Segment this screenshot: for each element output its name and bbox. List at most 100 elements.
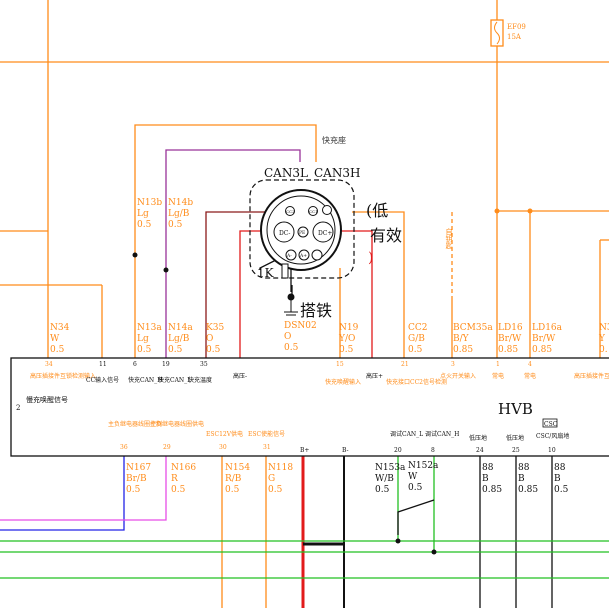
wire-color: Lg	[137, 209, 149, 219]
wire-size: 0.5	[168, 220, 183, 230]
connector-title: 快充座	[322, 135, 346, 145]
wire-size: 0.5	[50, 345, 65, 355]
ld16-label: LD16 Br/W 0.85	[498, 323, 523, 355]
wire-id: N152a	[408, 461, 439, 471]
n166-label: N166 R 0.5	[171, 463, 196, 495]
pin-label: 快充CAN_L	[158, 376, 191, 384]
wire-color: Br/W	[532, 334, 556, 344]
wire-size: 0.5	[339, 345, 354, 355]
n153a-label: N153a W/B 0.5	[375, 463, 406, 495]
wire-id: 88	[482, 463, 494, 473]
wire-id: N13a	[137, 323, 162, 333]
wire-size: 0.5	[171, 485, 186, 495]
pin-label: ESC使能信号	[248, 430, 285, 438]
wire-color: Y/O	[338, 334, 355, 344]
wire-id: K35	[206, 323, 224, 333]
overlay-text-3: )	[368, 250, 373, 266]
wire-size: 0.5	[168, 345, 183, 355]
wire-id: CC2	[408, 323, 428, 333]
splice-dot	[527, 208, 533, 214]
wire-id: N167	[126, 463, 151, 473]
pin-cc1	[308, 206, 318, 216]
wire-id: N19	[339, 323, 359, 333]
pin-a-minus-label: A-	[286, 253, 292, 259]
resistor-symbol	[281, 263, 289, 279]
n154-label: N154 R/B 0.5	[225, 463, 250, 495]
pin-num: 21	[401, 361, 409, 368]
splice-dot	[494, 208, 500, 214]
pin-label: 常电	[524, 372, 536, 380]
k35-wire	[205, 211, 270, 358]
fuse-name: EF09	[507, 23, 526, 31]
pin-num: 8	[431, 447, 435, 454]
wire-color: Lg	[137, 334, 149, 344]
pin-a-plus	[298, 249, 310, 261]
wire-color: R/B	[225, 474, 242, 484]
pin-pe	[297, 226, 309, 238]
side-label: 自钥匙	[445, 227, 453, 250]
wire-color: B	[554, 474, 561, 484]
hvb-box	[10, 357, 609, 457]
wire-size: 0.5	[284, 343, 299, 353]
n34-label: N34 W 0.5	[50, 323, 70, 355]
g88c-label: 88 B 0.5	[554, 463, 569, 495]
pin-num: 25	[512, 447, 520, 454]
wire-id: 88	[554, 463, 566, 473]
dsn02-label: DSN02 O 0.5	[284, 321, 317, 353]
wire-id: N14a	[168, 323, 193, 333]
pin-label: CSC/风扇地	[536, 432, 569, 440]
wire-id: N153a	[375, 463, 406, 473]
ground-label: 搭铁	[300, 301, 332, 320]
wire-color: B/Y	[453, 334, 470, 344]
pin-label: 高压-	[233, 372, 247, 380]
wire-color: Y	[598, 334, 606, 344]
wire-size: 0.5	[225, 485, 240, 495]
connector-outline	[249, 179, 355, 279]
pin-pe-label: PE	[299, 230, 305, 236]
splice-dot	[395, 538, 401, 544]
wire-color: B	[518, 474, 525, 484]
fuse: EF09 15A	[490, 19, 526, 47]
pin-label: 低压地	[469, 434, 487, 442]
pin-num: 6	[133, 361, 137, 368]
n118-label: N118 G 0.5	[268, 463, 293, 495]
pin-num: 11	[99, 361, 107, 368]
pin-num: 3	[451, 361, 455, 368]
pin-num: 4	[528, 361, 532, 368]
pin-num: 10	[548, 447, 556, 454]
n13b-label: N13b Lg 0.5	[137, 198, 162, 230]
ld16a-label: LD16a Br/W 0.85	[532, 323, 563, 355]
pin-label: 快充CAN_H	[128, 376, 162, 384]
cc2-wire	[352, 211, 405, 358]
wire-color: W/B	[375, 474, 394, 484]
pin-label: 调试CAN_H	[425, 430, 459, 438]
csc-badge: CSC	[544, 421, 558, 428]
pin-label: 主负继电器线圈控制	[108, 420, 162, 428]
wire-id: BCM35a	[453, 323, 493, 333]
pin-label: B-	[342, 447, 349, 454]
overlay-text-2: 有效	[370, 226, 402, 245]
wire-id: DSN02	[284, 321, 317, 331]
wire-color: O	[284, 332, 291, 342]
dc-plus-wire	[340, 230, 373, 358]
hvb-bottom-pins: 主负继电器线圈控制 36 主负继电器线圈供电 29 ESC12V供电 30 ES…	[108, 420, 569, 454]
g88b-label: 88 B 0.85	[518, 463, 538, 495]
wire-color: W	[408, 472, 418, 482]
left-pin-label: 慢充唤醒信号	[26, 395, 68, 404]
pin-label: 高压插接件互锁检测输入	[30, 372, 96, 380]
pin-num: 34	[45, 361, 53, 368]
pin-num: 29	[163, 444, 171, 451]
pin-label: 快充接口CC2信号检测	[386, 378, 447, 386]
splice-dot	[431, 549, 437, 555]
pin-label: 低压地	[506, 434, 524, 442]
pin-num: 31	[263, 444, 271, 451]
left-pin-num: 2	[16, 404, 20, 412]
n166-wire	[0, 456, 167, 521]
pin-dc-plus-label: DC+	[318, 230, 332, 237]
wire-size: 0.5	[137, 345, 152, 355]
n14b-label: N14b Lg/B 0.5	[168, 198, 193, 230]
wire-size: 0.5	[554, 485, 569, 495]
wire-size: 0.85	[498, 345, 518, 355]
wire-size: 0.	[599, 345, 608, 355]
can-twist-wire	[397, 499, 435, 535]
